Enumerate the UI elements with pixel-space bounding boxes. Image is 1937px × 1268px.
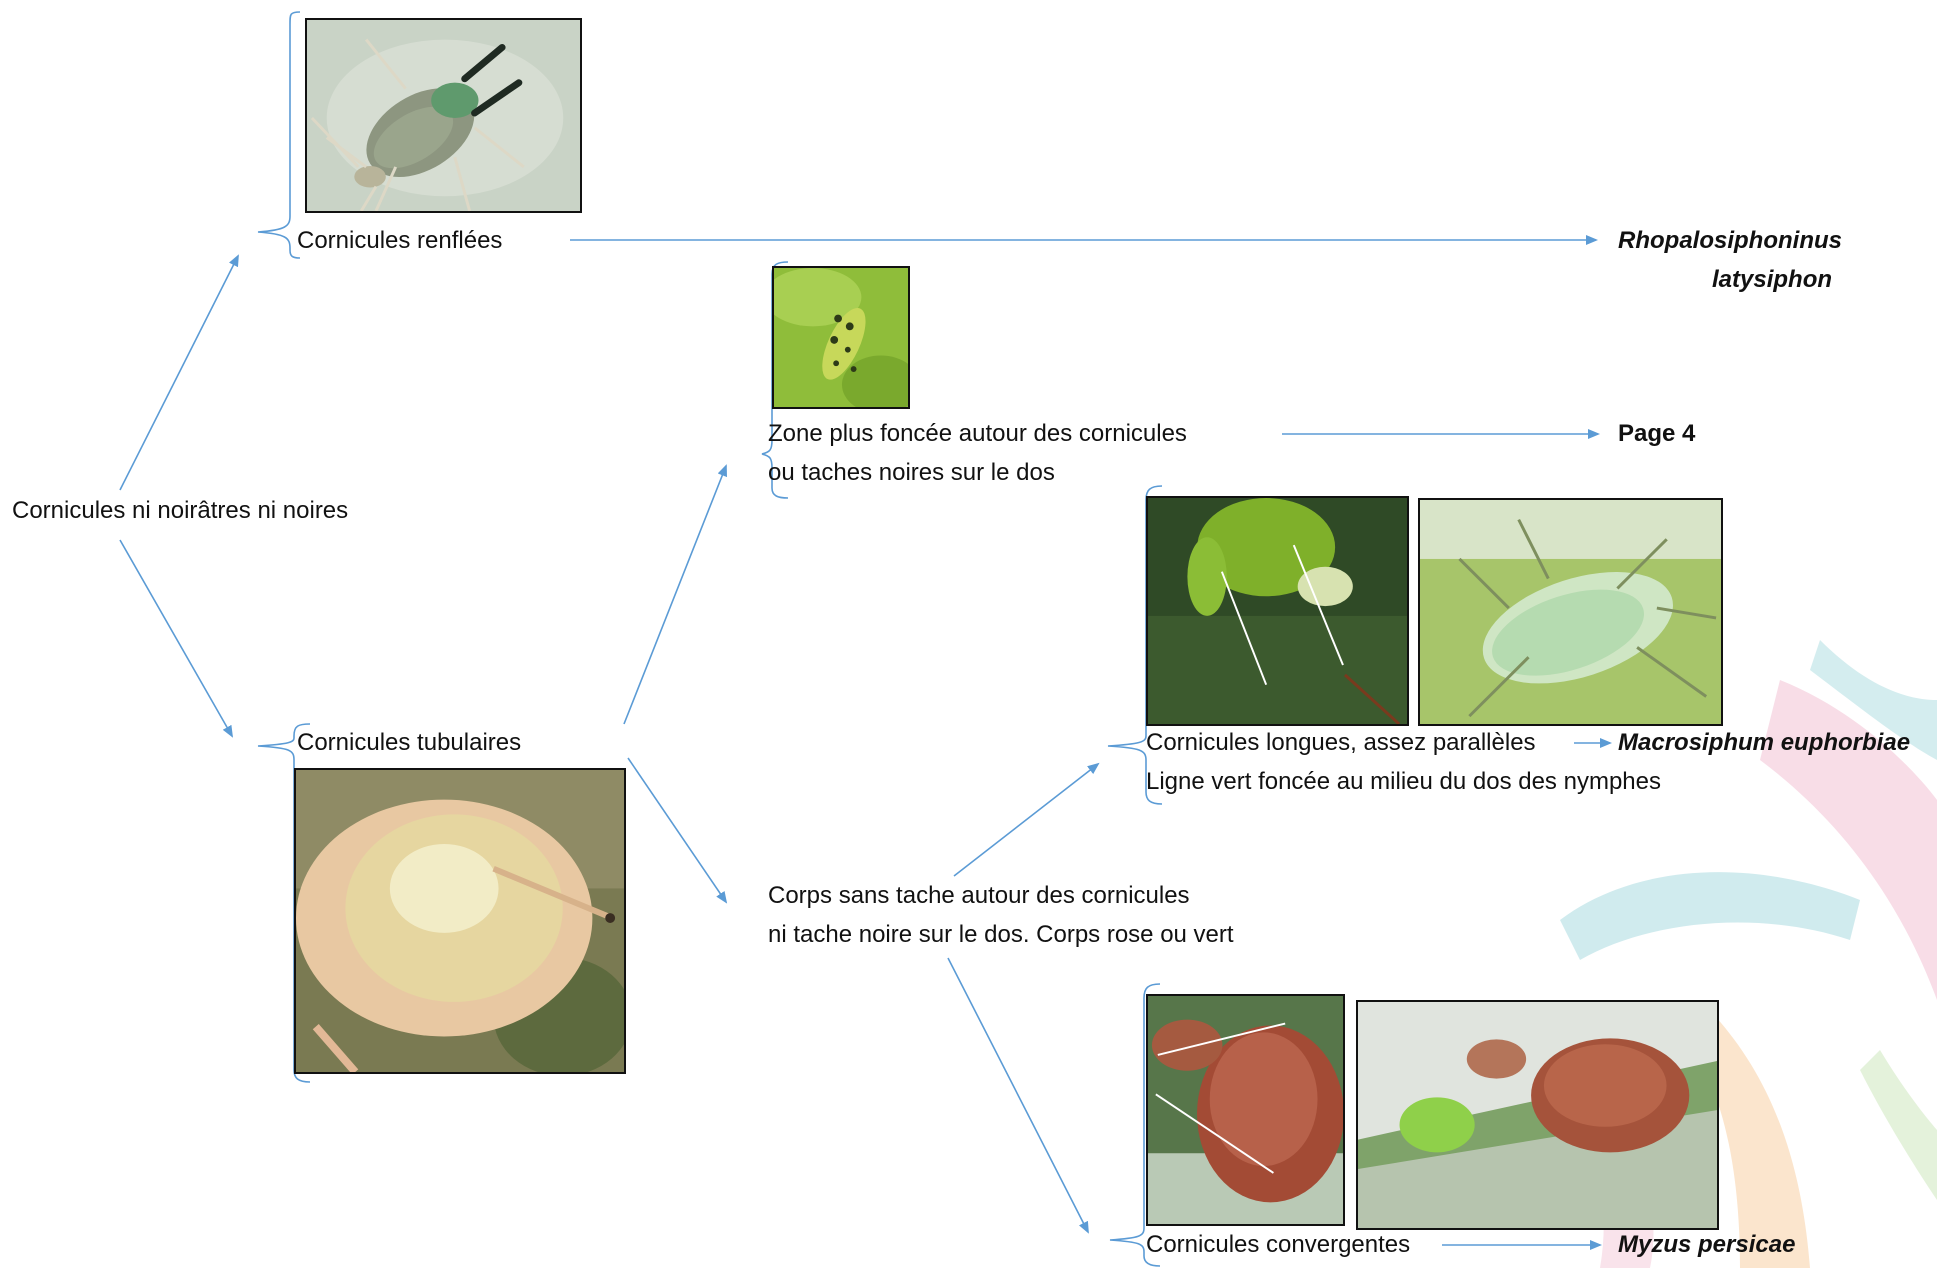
photo-convergent-aphid-2 — [1356, 1000, 1719, 1230]
nospot-label-line1: Corps sans tache autour des cornicules — [768, 877, 1190, 915]
swollen-result-line1: Rhopalosiphoninus — [1618, 222, 1842, 260]
photo-long-aphid-2 — [1418, 498, 1723, 726]
darkzone-label-line2: ou taches noires sur le dos — [768, 454, 1055, 492]
photo-swollen-aphid — [305, 18, 582, 213]
bracket-swollen — [258, 12, 300, 258]
long-label-line2: Ligne vert foncée au milieu du dos des n… — [1146, 763, 1661, 801]
arrow-root-to-tubular — [120, 540, 232, 736]
photo-convergent-aphid-1 — [1146, 994, 1345, 1226]
arrow-tubular-to-darkzone — [624, 466, 726, 724]
tubular-label: Cornicules tubulaires — [297, 724, 521, 762]
long-label-line1: Cornicules longues, assez parallèles — [1146, 724, 1536, 762]
arrow-nospot-to-long — [954, 764, 1098, 876]
convergent-result: Myzus persicae — [1618, 1226, 1795, 1264]
arrow-tubular-to-nospot — [628, 758, 726, 902]
swollen-result-line2: latysiphon — [1712, 261, 1832, 299]
long-result: Macrosiphum euphorbiae — [1618, 724, 1910, 762]
convergent-label: Cornicules convergentes — [1146, 1226, 1410, 1264]
swollen-label: Cornicules renflées — [297, 222, 502, 260]
nospot-label-line2: ni tache noire sur le dos. Corps rose ou… — [768, 916, 1234, 954]
darkzone-result-page-link[interactable]: Page 4 — [1618, 415, 1695, 453]
arrow-root-to-swollen — [120, 256, 238, 490]
photo-darkzone-aphid — [772, 266, 910, 409]
darkzone-label-line1: Zone plus foncée autour des cornicules — [768, 415, 1187, 453]
photo-long-aphid-1 — [1146, 496, 1409, 726]
arrow-nospot-to-convergent — [948, 958, 1088, 1232]
photo-tubular-aphid — [294, 768, 626, 1074]
root-label: Cornicules ni noirâtres ni noires — [12, 492, 348, 530]
